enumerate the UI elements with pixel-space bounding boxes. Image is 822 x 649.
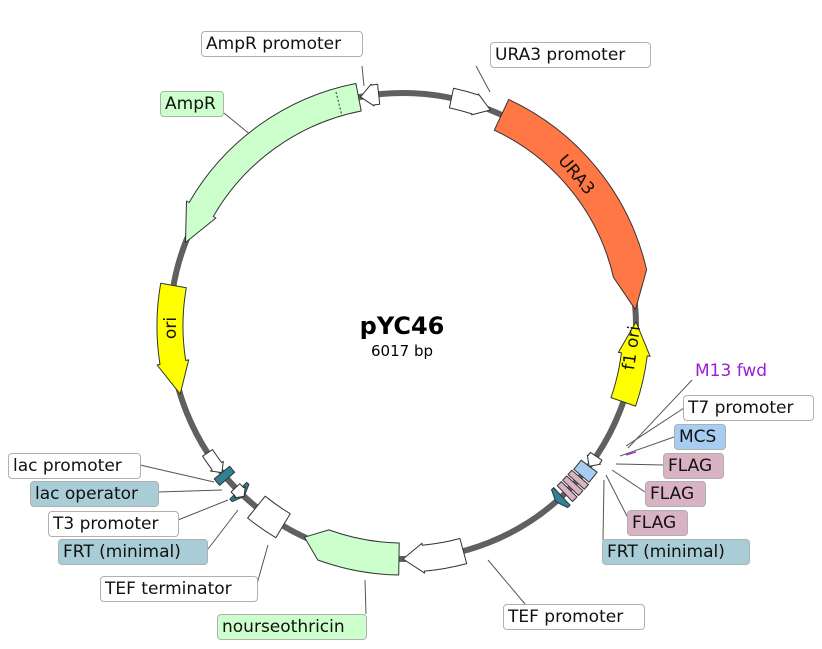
label-ura3-promoter[interactable]: URA3 promoter xyxy=(490,42,651,68)
label-frt-minimal-left[interactable]: FRT (minimal) xyxy=(58,539,208,565)
t7-promoter-feature[interactable] xyxy=(586,451,603,467)
label-lac-operator[interactable]: lac operator xyxy=(30,481,159,507)
leader-lines xyxy=(139,65,693,615)
label-frt-minimal-right[interactable]: FRT (minimal) xyxy=(602,539,750,565)
label-m13-fwd[interactable]: M13 fwd xyxy=(695,361,768,381)
label-ampr-promoter[interactable]: AmpR promoter xyxy=(201,31,363,57)
flag-feature-2[interactable] xyxy=(562,475,584,496)
label-tef-terminator[interactable]: TEF terminator xyxy=(100,576,258,602)
label-nourseothricin[interactable]: nourseothricin xyxy=(217,614,367,640)
label-flag-1[interactable]: FLAG xyxy=(663,453,724,479)
label-ampr[interactable]: AmpR xyxy=(160,91,224,117)
f1-ori-feature[interactable] xyxy=(610,321,651,407)
label-t3-promoter[interactable]: T3 promoter xyxy=(48,511,179,537)
plasmid-name: pYC46 xyxy=(359,312,445,340)
tef-terminator-feature[interactable] xyxy=(247,495,291,539)
frt-feature-1[interactable] xyxy=(551,487,571,508)
ura3-promoter-feature[interactable] xyxy=(448,87,491,116)
ori-inside-label: ori xyxy=(161,317,181,339)
plasmid-length: 6017 bp xyxy=(371,342,433,360)
label-mcs[interactable]: MCS xyxy=(674,424,726,450)
label-t7-promoter[interactable]: T7 promoter xyxy=(683,395,814,421)
label-lac-promoter[interactable]: lac promoter xyxy=(8,453,141,479)
ori-feature[interactable] xyxy=(156,282,190,395)
ampr-feature[interactable] xyxy=(185,83,362,243)
ura3-feature[interactable] xyxy=(493,98,648,311)
label-flag-2[interactable]: FLAG xyxy=(645,481,706,507)
label-tef-promoter[interactable]: TEF promoter xyxy=(503,604,645,630)
flag-feature-1[interactable] xyxy=(567,469,589,490)
lac-operator-feature[interactable] xyxy=(213,465,236,486)
mcs-feature[interactable] xyxy=(573,459,598,483)
ampr-promoter-feature[interactable] xyxy=(360,83,381,107)
nourseothricin-feature[interactable] xyxy=(304,529,400,576)
t3-promoter-feature[interactable] xyxy=(230,483,246,499)
tef-promoter-feature[interactable] xyxy=(402,538,468,574)
m13-primer-arrow xyxy=(625,451,637,456)
ampr-divider xyxy=(335,91,343,117)
label-flag-3[interactable]: FLAG xyxy=(627,510,688,536)
flag-feature-3[interactable] xyxy=(556,481,578,502)
lac-promoter-feature[interactable] xyxy=(202,449,224,474)
